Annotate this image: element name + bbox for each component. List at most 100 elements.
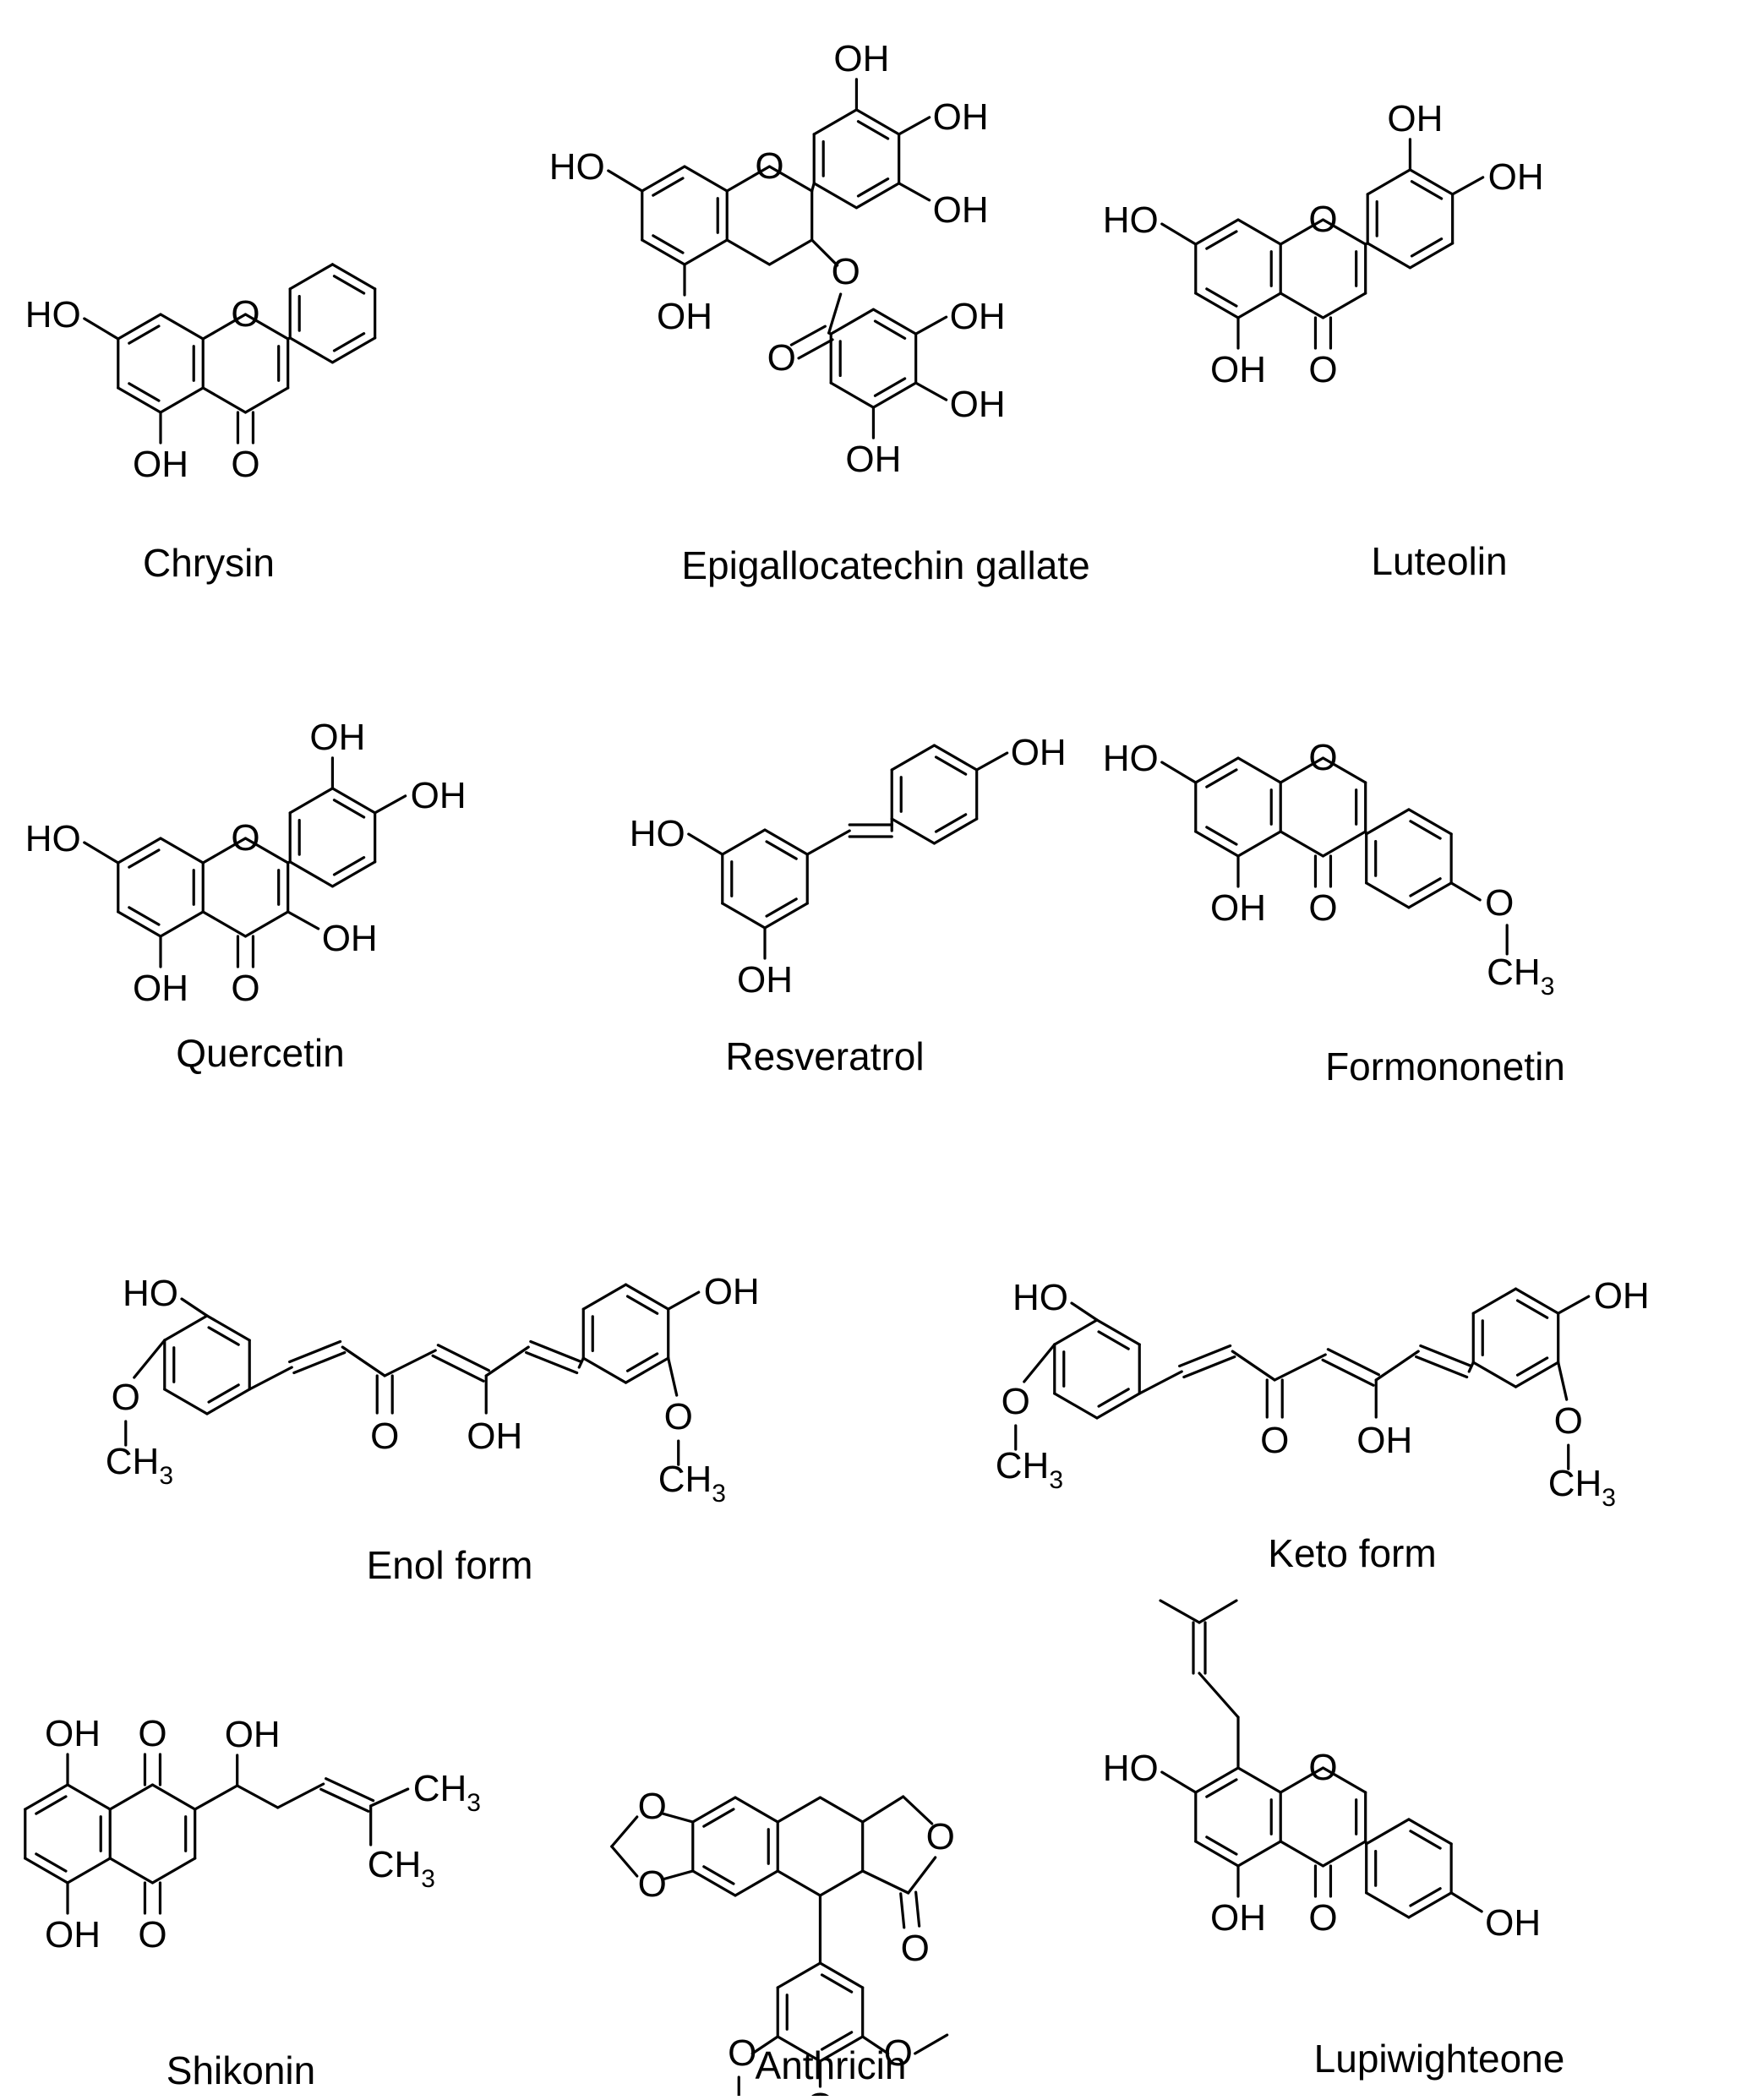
single-bond: [691, 1796, 737, 1824]
single-bond: [287, 910, 320, 930]
compound-name-lupiwighteone: Lupiwighteone: [1314, 2037, 1565, 2081]
double-bond-line: [1205, 768, 1238, 788]
single-bond: [818, 1869, 865, 1897]
single-bond: [854, 108, 901, 136]
single-bond: [776, 1961, 822, 1989]
single-bond: [776, 1796, 822, 1824]
single-bond: [1321, 830, 1367, 858]
double-bond-line: [1409, 877, 1442, 897]
double-bond-line: [529, 1339, 583, 1364]
hydroxyl-label: HO: [25, 818, 81, 859]
ring-oxygen: O: [231, 817, 259, 859]
single-bond: [624, 1356, 670, 1384]
single-bond: [159, 910, 205, 938]
single-bond: [687, 832, 724, 856]
hydroxyl-label: OH: [225, 1714, 281, 1755]
double-bond-line: [1205, 826, 1238, 846]
double-bond-line: [207, 1326, 240, 1346]
single-bond: [330, 263, 377, 291]
hydroxyl-label: OH: [833, 38, 889, 79]
carbonyl-oxygen: O: [138, 1914, 166, 1955]
double-bond-line: [431, 1354, 485, 1383]
single-bond: [288, 787, 335, 815]
double-bond-line: [1515, 1299, 1549, 1319]
single-bond: [734, 1796, 779, 1824]
single-bond: [1194, 218, 1240, 246]
single-bond: [776, 1869, 822, 1897]
compound-name-luteolin: Luteolin: [1371, 539, 1507, 583]
double-bond-line: [35, 1795, 68, 1815]
hydroxyl-label: OH: [309, 717, 365, 758]
single-bond: [288, 860, 335, 888]
single-bond: [1471, 1287, 1518, 1315]
single-bond: [581, 1356, 628, 1384]
carbonyl-oxygen: O: [1260, 1420, 1289, 1461]
single-bond: [150, 1783, 197, 1811]
single-bond: [1407, 1891, 1453, 1919]
single-bond: [661, 1812, 695, 1824]
double-bond-line: [1410, 180, 1444, 200]
methyl-label: CH3: [368, 1844, 435, 1893]
single-bond: [1374, 1350, 1420, 1382]
carbonyl-oxygen: O: [231, 444, 259, 485]
single-bond: [1194, 292, 1240, 319]
double-bond-line: [765, 840, 798, 860]
single-bond: [383, 1349, 437, 1377]
single-bond: [898, 116, 931, 136]
compound-name-shikonin: Shikonin: [166, 2048, 315, 2092]
double-bond-line: [1419, 1344, 1473, 1368]
single-bond: [24, 1783, 69, 1811]
single-bond: [767, 165, 814, 193]
single-bond: [1198, 1672, 1240, 1719]
hydroxyl-label: OH: [933, 189, 989, 231]
single-bond: [1321, 1766, 1367, 1794]
single-bond: [1279, 218, 1325, 246]
single-bond: [1236, 756, 1282, 784]
single-bond: [750, 2035, 779, 2055]
double-bond-line: [652, 177, 685, 197]
single-bond: [159, 313, 205, 341]
single-bond: [66, 1783, 112, 1811]
single-bond: [205, 1388, 251, 1415]
single-bond: [243, 313, 290, 341]
single-bond: [1236, 292, 1282, 319]
single-bond: [610, 1845, 639, 1878]
single-bond: [243, 386, 290, 414]
hydroxyl-label: HO: [630, 813, 685, 854]
double-bond-line: [1326, 1348, 1380, 1377]
single-bond: [1160, 761, 1198, 784]
single-bond: [683, 238, 729, 266]
single-bond: [1231, 1350, 1276, 1382]
single-bond: [818, 2035, 865, 2063]
hydroxyl-label: HO: [1012, 1277, 1068, 1318]
single-bond: [1194, 1766, 1240, 1794]
single-bond: [243, 837, 290, 865]
ring-oxygen: O: [755, 145, 783, 187]
single-bond: [721, 902, 767, 930]
single-bond: [108, 1783, 155, 1811]
single-bond: [1321, 218, 1367, 246]
single-bond: [829, 308, 876, 335]
hydroxyl-label: OH: [45, 1914, 101, 1955]
single-bond: [661, 1869, 695, 1881]
hydroxyl-label: OH: [1356, 1420, 1412, 1461]
single-bond: [1366, 242, 1412, 270]
hydroxyl-label: OH: [1488, 156, 1544, 198]
single-bond: [1194, 1840, 1240, 1868]
single-bond: [767, 238, 814, 266]
single-bond: [1053, 1392, 1099, 1420]
double-bond-line: [899, 1892, 906, 1929]
ether-oxygen: O: [1554, 1400, 1583, 1442]
single-bond: [1198, 1599, 1238, 1624]
ring-oxygen: O: [926, 1816, 955, 1857]
single-bond: [667, 1290, 701, 1311]
single-bond: [1194, 830, 1240, 858]
hydroxyl-label: OH: [322, 918, 378, 959]
single-bond: [1160, 222, 1198, 246]
hydroxyl-label: OH: [467, 1415, 522, 1457]
double-bond-line: [1205, 287, 1238, 308]
double-bond-line: [332, 275, 366, 295]
hydroxyl-label: HO: [549, 146, 605, 188]
single-bond: [83, 841, 120, 865]
